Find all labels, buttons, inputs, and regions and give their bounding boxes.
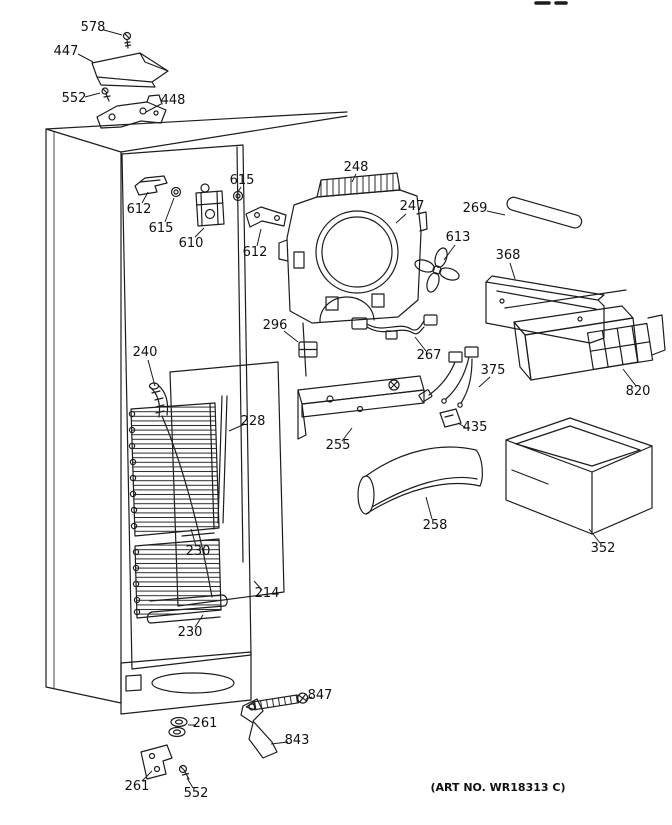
- fan-shroud-247: [278, 172, 428, 377]
- part-label-296: 296: [263, 318, 288, 333]
- part-label-261: 261: [125, 779, 150, 794]
- leader-line-615: [164, 197, 175, 223]
- cabinet-outline: [45, 111, 348, 715]
- upper-panel-parts: [134, 175, 287, 228]
- grommet-615-left: [170, 186, 182, 198]
- bracket-612-left: [134, 175, 168, 196]
- leader-line-240: [147, 359, 156, 387]
- fan-blade-613: [414, 247, 460, 293]
- part-label-230: 230: [186, 544, 211, 559]
- top-hinge-parts: [91, 31, 169, 129]
- leader-line-448: [145, 103, 162, 113]
- wire-harness-267: [351, 314, 438, 340]
- leader-line-352: [588, 528, 601, 544]
- leader-line-552: [84, 92, 101, 98]
- leader-line-447: [77, 53, 94, 63]
- leader-line-435: [457, 422, 467, 429]
- bracket-612-right: [245, 206, 287, 228]
- part-label-615: 615: [149, 221, 174, 236]
- screw-552-bottom: [178, 764, 188, 774]
- leader-line-610: [194, 227, 205, 238]
- part-label-552: 552: [184, 786, 209, 801]
- part-label-269: 269: [463, 201, 488, 216]
- part-label-240: 240: [133, 345, 158, 360]
- part-label-847: 847: [308, 688, 333, 703]
- leader-line-613: [443, 244, 456, 261]
- leader-line-247: [395, 213, 407, 224]
- leader-line-820: [622, 368, 637, 387]
- grommet-261: [170, 716, 188, 728]
- part-label-447: 447: [54, 44, 79, 59]
- leader-line-615: [237, 186, 242, 193]
- part-label-258: 258: [423, 518, 448, 533]
- part-label-261: 261: [193, 716, 218, 731]
- bottom-hardware: [140, 692, 309, 780]
- leader-line-248: [351, 173, 357, 183]
- block-296: [298, 341, 318, 358]
- tube-269: [506, 196, 583, 229]
- leader-line-552: [186, 777, 194, 789]
- part-label-552: 552: [62, 91, 87, 106]
- part-label-615: 615: [230, 173, 255, 188]
- leader-line-230: [190, 528, 197, 547]
- part-label-613: 613: [446, 230, 471, 245]
- part-label-248: 248: [344, 160, 369, 175]
- part-label-578: 578: [81, 20, 106, 35]
- leader-line-612: [256, 228, 262, 247]
- leader-line-258: [425, 496, 433, 520]
- leader-line-375: [478, 376, 491, 388]
- leader-line-214: [253, 580, 263, 591]
- leader-line-847: [305, 696, 313, 700]
- leader-line-612: [141, 191, 149, 204]
- part-label-375: 375: [481, 363, 506, 378]
- bracket-843: [240, 698, 278, 759]
- duct-258: [357, 446, 483, 515]
- solenoid-610: [195, 190, 225, 227]
- part-label-612: 612: [127, 202, 152, 217]
- part-label-843: 843: [285, 733, 310, 748]
- part-label-214: 214: [255, 586, 280, 601]
- screw-847: [245, 692, 309, 711]
- leader-line-843: [270, 741, 289, 745]
- part-label-820: 820: [626, 384, 651, 399]
- rear-panel-368: [485, 275, 605, 344]
- defrost-heater-230: [146, 594, 228, 624]
- leader-line-230: [194, 614, 204, 628]
- part-label-448: 448: [161, 93, 186, 108]
- wire-harness-375: [418, 346, 479, 408]
- icemaker-820: [504, 289, 666, 381]
- ice-bucket-352: [505, 417, 653, 535]
- leader-line-578: [103, 29, 123, 36]
- part-label-368: 368: [496, 248, 521, 263]
- part-label-247: 247: [400, 199, 425, 214]
- leader-line-267: [414, 336, 427, 352]
- screw-552-top: [101, 87, 109, 95]
- evaporator-coils: [128, 402, 222, 619]
- part-label-352: 352: [591, 541, 616, 556]
- diagram-line-art: [45, 1, 666, 780]
- tube-228: [217, 395, 228, 524]
- bracket-261: [140, 744, 173, 780]
- part-label-610: 610: [179, 236, 204, 251]
- part-label-435: 435: [463, 420, 488, 435]
- part-label-267: 267: [417, 348, 442, 363]
- art-number: (ART NO. WR18313 C): [431, 781, 566, 794]
- part-label-612: 612: [243, 245, 268, 260]
- leader-line-228: [228, 423, 246, 432]
- part-label-255: 255: [326, 438, 351, 453]
- leader-line-368: [509, 262, 516, 280]
- leader-line-255: [341, 427, 353, 442]
- clip-435: [439, 408, 462, 428]
- part-label-228: 228: [241, 414, 266, 429]
- leader-line-261: [141, 770, 153, 782]
- bracket-255: [297, 375, 425, 440]
- leader-line-269: [486, 210, 506, 216]
- hinge-cover-447: [91, 52, 169, 83]
- hinge-plate-448: [96, 101, 167, 129]
- part-label-230: 230: [178, 625, 203, 640]
- leader-line-296: [283, 330, 299, 343]
